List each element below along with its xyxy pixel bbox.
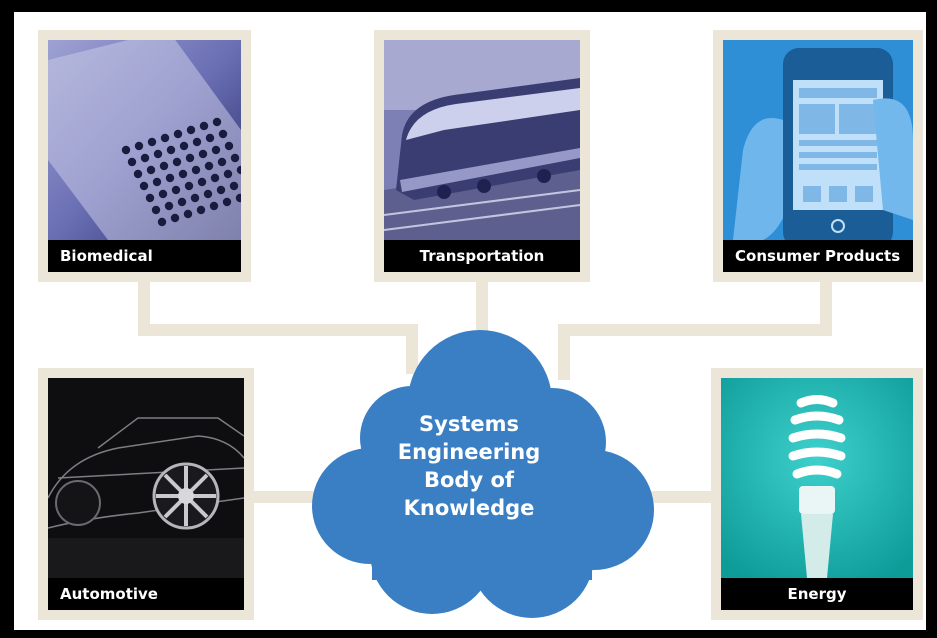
node-biomedical: Biomedical xyxy=(38,30,251,282)
transportation-photo xyxy=(384,40,580,240)
node-energy: Energy xyxy=(711,368,923,620)
caption-consumer-products: Consumer Products xyxy=(723,240,913,272)
node-consumer-products: Consumer Products xyxy=(713,30,923,282)
biomedical-photo xyxy=(48,40,241,240)
center-label-line: Body of xyxy=(423,468,515,492)
caption-transportation: Transportation xyxy=(384,240,580,272)
automotive-photo xyxy=(48,378,244,578)
connector-biomedical xyxy=(138,274,418,374)
node-transportation: Transportation xyxy=(374,30,590,282)
center-label: Systems Engineering Body of Knowledge xyxy=(344,410,594,522)
center-label-line: Engineering xyxy=(397,440,541,464)
caption-automotive: Automotive xyxy=(48,578,244,610)
center-cloud xyxy=(312,330,654,618)
center-label-line: Knowledge xyxy=(403,496,535,520)
consumer-products-photo xyxy=(723,40,913,240)
energy-photo xyxy=(721,378,913,578)
diagram-frame: Biomedical Transportation xyxy=(14,12,926,630)
node-automotive: Automotive xyxy=(38,368,254,620)
caption-energy: Energy xyxy=(721,578,913,610)
caption-biomedical: Biomedical xyxy=(48,240,241,272)
center-label-line: Systems xyxy=(419,412,519,436)
connector-consumer-products xyxy=(558,274,832,380)
